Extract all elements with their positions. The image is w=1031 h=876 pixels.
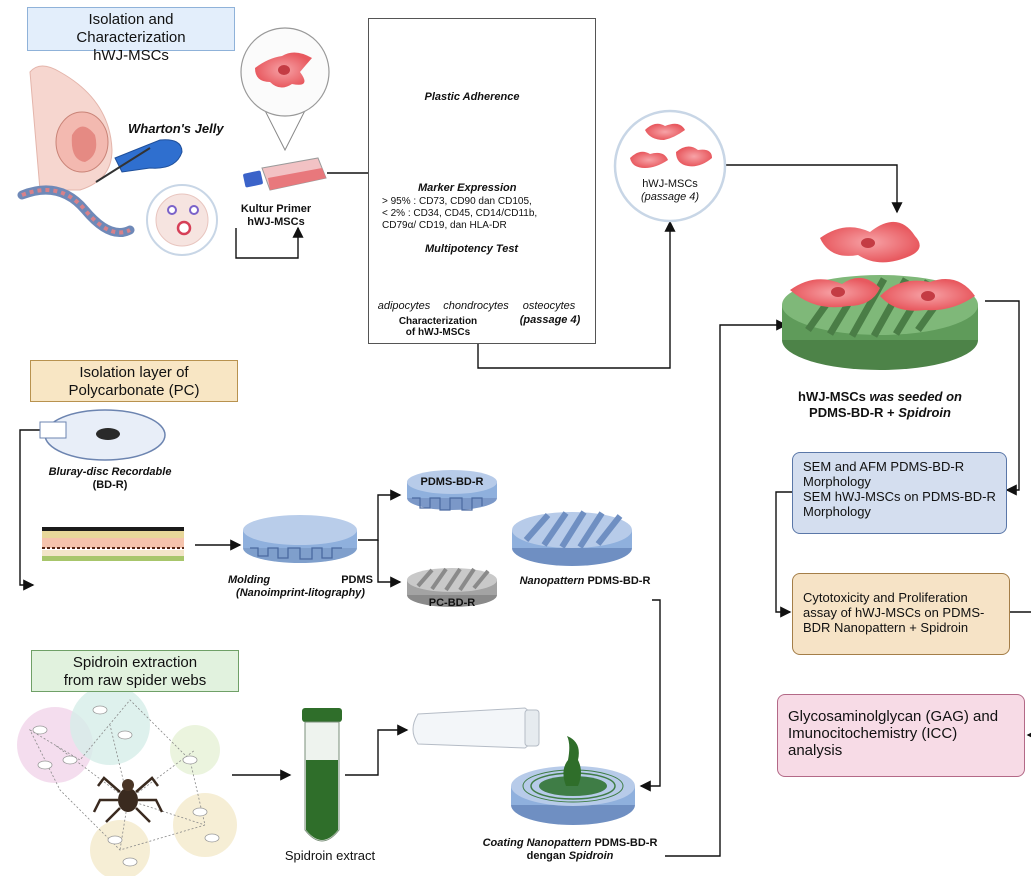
arrow-coating-to-seeded xyxy=(665,319,788,857)
arrow-mold-branch xyxy=(358,489,402,541)
pc-bdr-disc xyxy=(407,567,497,607)
bluray-line1: Bluray-disc Recordable xyxy=(48,466,172,478)
nanoimprint-word: (Nanoimprint-litography) xyxy=(236,587,365,599)
coating-line2-a: dengan xyxy=(526,850,569,862)
isolation-header: Isolation and Characterization hWJ-MSCs xyxy=(27,7,235,64)
magnified-cell-bubble xyxy=(240,27,330,152)
umbilical-cord xyxy=(17,185,135,237)
adipocytes-label: adipocytes xyxy=(377,300,431,312)
bluray-label: Bluray-disc Recordable (BD-R) xyxy=(45,466,175,492)
seeded-line2-b: Spidroin xyxy=(898,405,951,420)
molding-label: Molding PDMS (Nanoimprint-litography) xyxy=(228,574,373,600)
chondrocytes-label: chondrocytes xyxy=(443,300,509,312)
spidroin-tube-icon xyxy=(302,708,342,842)
passage-cells-circle xyxy=(613,109,727,223)
marker-expression-label: Marker Expression xyxy=(418,182,517,194)
cytotoxicity-box: Cytotoxicity and Proliferation assay of … xyxy=(792,573,1010,655)
polycarbonate-layer-stack xyxy=(42,527,184,561)
kultur-primer-label: Kultur Primer hWJ-MSCs xyxy=(236,203,316,229)
sem-afm-box: SEM and AFM PDMS-BD-R Morphology SEM hWJ… xyxy=(792,452,1007,534)
sem-line3: SEM hWJ-MSCs on PDMS-BD-R xyxy=(803,489,996,504)
seeded-label: hWJ-MSCs was seeded on PDMS-BD-R + Spidr… xyxy=(770,389,990,421)
spidroin-extract-label: Spidroin extract xyxy=(284,848,376,863)
spidroin-header-line2: from raw spider webs xyxy=(63,672,207,689)
char-line2: of hWJ-MSCs xyxy=(405,327,471,338)
osteocytes-label: osteocytes xyxy=(522,300,576,312)
kultur-line2: hWJ-MSCs xyxy=(247,216,305,228)
pregnant-belly-illustration xyxy=(29,65,113,191)
hwj-msc-passage-label: hWJ-MSCs (passage 4) xyxy=(630,178,710,204)
arrow-sem-to-cyto xyxy=(775,491,792,618)
cyto-line3: BDR Nanopattern + Spidroin xyxy=(803,620,969,635)
seeded-line2-a: PDMS-BD-R + xyxy=(809,405,899,420)
cord-cross-section xyxy=(146,184,218,256)
spidroin-header: Spidroin extraction from raw spider webs xyxy=(31,650,239,692)
culture-flask-icon xyxy=(243,157,327,191)
isolation-header-line1: Isolation and Characterization xyxy=(76,11,186,46)
pdms-bdr-disc xyxy=(407,470,497,511)
sem-line1: SEM and AFM PDMS-BD-R xyxy=(803,459,965,474)
arrow-mold-to-pc xyxy=(377,540,402,588)
arrow-tube-to-falcon xyxy=(345,724,409,776)
nanopattern-label: Nanopattern PDMS-BD-R xyxy=(510,575,660,588)
arrow-wj-to-culture xyxy=(235,226,304,259)
kultur-line1: Kultur Primer xyxy=(240,203,312,215)
nanopattern-word: Nanopattern xyxy=(519,575,585,587)
arrow-seeded-to-sem xyxy=(985,300,1020,496)
coating-line2-b: Spidroin xyxy=(568,850,614,862)
sem-line2: Morphology xyxy=(803,474,871,489)
char-line1: Characterization xyxy=(398,316,478,327)
arrow-nano-to-coating xyxy=(639,599,661,792)
spider-icon xyxy=(92,776,164,823)
cyto-line1: Cytotoxicity and Proliferation xyxy=(803,590,968,605)
isolation-header-line2: hWJ-MSCs xyxy=(93,47,169,64)
plastic-adherence-label: Plastic Adherence xyxy=(424,91,520,103)
falcon-tube-icon xyxy=(412,707,540,749)
arrow-bluray-down xyxy=(19,429,40,591)
seeded-line1-a: hWJ-MSCs xyxy=(798,389,870,404)
spider-web-illustration xyxy=(17,685,237,876)
nanopattern-pdms: PDMS-BD-R xyxy=(584,575,651,587)
arrow-char-to-passage xyxy=(477,220,676,369)
sem-line4: Morphology xyxy=(803,504,871,519)
coating-label: Coating Nanopattern PDMS-BD-R dengan Spi… xyxy=(470,837,670,863)
spidroin-header-line1: Spidroin extraction xyxy=(72,654,198,671)
gag-line3: analysis xyxy=(788,742,843,759)
bluray-disc-icon xyxy=(39,409,166,461)
coating-line1-a: Coating Nanopattern xyxy=(482,837,592,849)
gag-line1: Glycosaminolglycan (GAG) and xyxy=(788,708,999,725)
hwj-passage-label: (passage 4) xyxy=(640,191,700,203)
pc-layer-header: Isolation layer of Polycarbonate (PC) xyxy=(30,360,238,402)
hwj-circle-label: hWJ-MSCs xyxy=(642,178,698,190)
pdms-word: PDMS xyxy=(341,574,373,586)
nanopattern-disc xyxy=(512,510,632,566)
marker-line1: > 95% : CD73, CD90 dan CD105, xyxy=(382,196,532,207)
passage-4-label: (passage 4) xyxy=(519,314,581,326)
molding-word: Molding xyxy=(228,574,271,586)
gag-icc-box: Glycosaminolglycan (GAG) and Imunocitoch… xyxy=(777,694,1025,777)
arrow-passage-to-seeded xyxy=(726,164,903,214)
coating-line1-b: PDMS-BD-R xyxy=(591,837,658,849)
seeded-line1-b: was seeded on xyxy=(869,389,962,404)
molding-disc xyxy=(243,515,357,563)
pdms-bdr-label: PDMS-BD-R xyxy=(420,476,484,488)
cyto-line2: assay of hWJ-MSCs on PDMS- xyxy=(803,605,985,620)
multipotency-test-label: Multipotency Test xyxy=(425,243,519,255)
marker-line2: < 2% : CD34, CD45, CD14/CD11b, xyxy=(382,208,538,219)
pc-header-line2: Polycarbonate (PC) xyxy=(68,382,200,399)
char-footer-label: Characterization of hWJ-MSCs xyxy=(378,316,498,338)
seeded-scaffold-illustration xyxy=(782,221,978,370)
whartons-jelly-label: Wharton's Jelly xyxy=(128,121,224,136)
marker-line3: CD79α/ CD19, dan HLA-DR xyxy=(382,220,507,231)
characterization-box xyxy=(368,18,596,344)
bluray-line2: (BD-R) xyxy=(92,479,128,491)
gag-line2: Imunocitochemistry (ICC) xyxy=(788,725,958,742)
marker-details: > 95% : CD73, CD90 dan CD105, < 2% : CD3… xyxy=(382,196,592,232)
pc-bdr-label: PC-BD-R xyxy=(428,597,476,609)
coating-disc xyxy=(511,736,635,825)
pc-header-line1: Isolation layer of xyxy=(79,364,189,381)
gloved-hand-icon xyxy=(95,139,183,183)
